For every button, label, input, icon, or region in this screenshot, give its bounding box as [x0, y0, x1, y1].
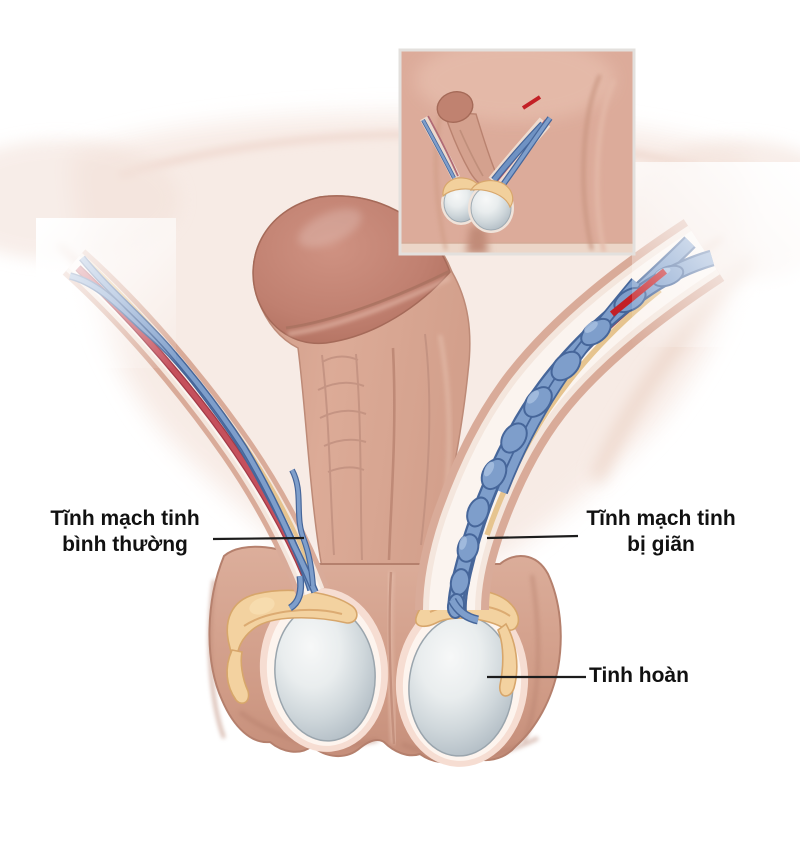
inset-glans [436, 90, 474, 124]
inset-overview [398, 48, 636, 256]
leader-dilated-vein [486, 534, 579, 540]
right-edge-fade [632, 162, 800, 347]
inset-border [398, 48, 636, 256]
inset-testicles [441, 177, 514, 233]
leader-normal-vein [212, 536, 305, 541]
label-dilated-vein: Tĩnh mạch tinh bị giãn [566, 506, 756, 558]
label-testicle: Tinh hoàn [589, 663, 749, 689]
label-dilated-vein-line1: Tĩnh mạch tinh [586, 507, 736, 530]
corona-ridge [285, 269, 451, 330]
label-normal-vein-line1: Tĩnh mạch tinh [50, 507, 200, 530]
inset-left-cord [420, 115, 461, 180]
shaft-texture [317, 333, 431, 561]
inset-penis [436, 90, 499, 188]
left-edge-fade [36, 218, 176, 368]
penis [252, 195, 471, 576]
leader-lines [212, 534, 586, 679]
label-normal-vein: Tĩnh mạch tinh bình thường [30, 506, 220, 558]
scrotal-raphe [388, 571, 396, 745]
inset-right-thigh-crease [582, 74, 602, 251]
left-epididymis [226, 589, 358, 704]
inset-red-marker [521, 95, 542, 110]
label-dilated-vein-line2: bị giãn [627, 533, 695, 556]
inset-right-cord [488, 95, 553, 188]
inset-left-thigh-crease [434, 111, 448, 251]
label-testicle-text: Tinh hoàn [589, 664, 689, 687]
scrotum [208, 545, 562, 767]
label-normal-vein-line2: bình thường [62, 533, 188, 556]
